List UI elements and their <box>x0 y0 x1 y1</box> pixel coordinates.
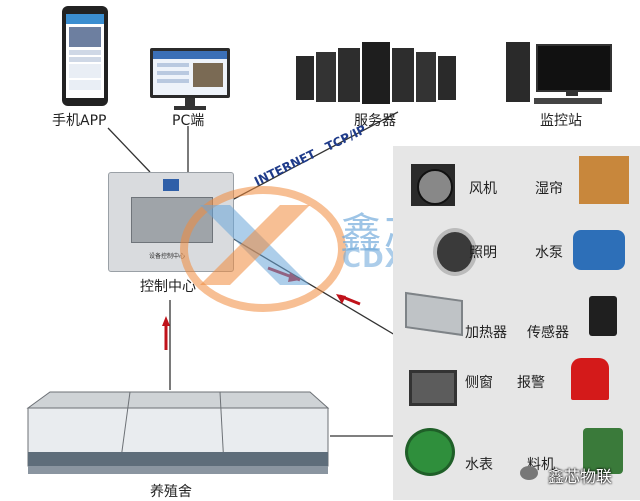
server-label: 服务器 <box>354 113 396 129</box>
monitor-tower <box>506 42 530 102</box>
watermark-x-icon <box>190 200 320 290</box>
device-panel: 风机 湿帘 照明 水泵 加热器 传感器 侧窗 报警 水表 料机 <box>393 146 640 500</box>
feeder-icon <box>583 428 623 474</box>
farm-label: 养殖舍 <box>150 484 192 500</box>
control-brand-logo <box>163 179 179 191</box>
water-meter-icon <box>405 428 455 476</box>
pc-base <box>174 106 206 110</box>
device-label-side-window: 侧窗 <box>465 375 493 391</box>
corner-watermark: 鑫芯物联 <box>548 467 613 486</box>
light-bulb-icon <box>433 228 477 276</box>
pump-icon <box>573 230 625 270</box>
control-label: 控制中心 <box>140 279 196 295</box>
device-label-pump: 水泵 <box>535 245 563 261</box>
device-label-heater: 加热器 <box>465 325 507 341</box>
device-label-sensor: 传感器 <box>527 325 569 341</box>
control-brand-text: 设备控制中心 <box>149 253 186 260</box>
device-label-wet-curtain: 湿帘 <box>535 181 563 197</box>
pc-stand <box>185 98 195 106</box>
wet-curtain-icon <box>579 156 629 204</box>
alarm-icon <box>571 358 609 400</box>
pc-label: PC端 <box>172 113 205 129</box>
device-label-fan: 风机 <box>469 181 497 197</box>
device-label-alarm: 报警 <box>517 375 545 391</box>
monitor-stand <box>566 90 578 96</box>
sensor-icon <box>589 296 617 336</box>
server-rack <box>296 42 462 104</box>
phone-device <box>62 6 108 106</box>
device-label-light: 照明 <box>469 245 497 261</box>
monitor-screen <box>536 44 612 92</box>
keyboard <box>534 98 602 104</box>
pc-monitor <box>150 48 230 98</box>
monitor-label: 监控站 <box>540 113 582 129</box>
heater-icon <box>405 291 463 337</box>
fan-icon <box>411 164 455 206</box>
device-label-water-meter: 水表 <box>465 457 493 473</box>
side-window-icon <box>409 370 457 406</box>
watermark-circle <box>180 186 346 312</box>
phone-label: 手机APP <box>52 113 107 129</box>
farm-house <box>10 388 330 480</box>
wechat-icon <box>520 466 538 480</box>
